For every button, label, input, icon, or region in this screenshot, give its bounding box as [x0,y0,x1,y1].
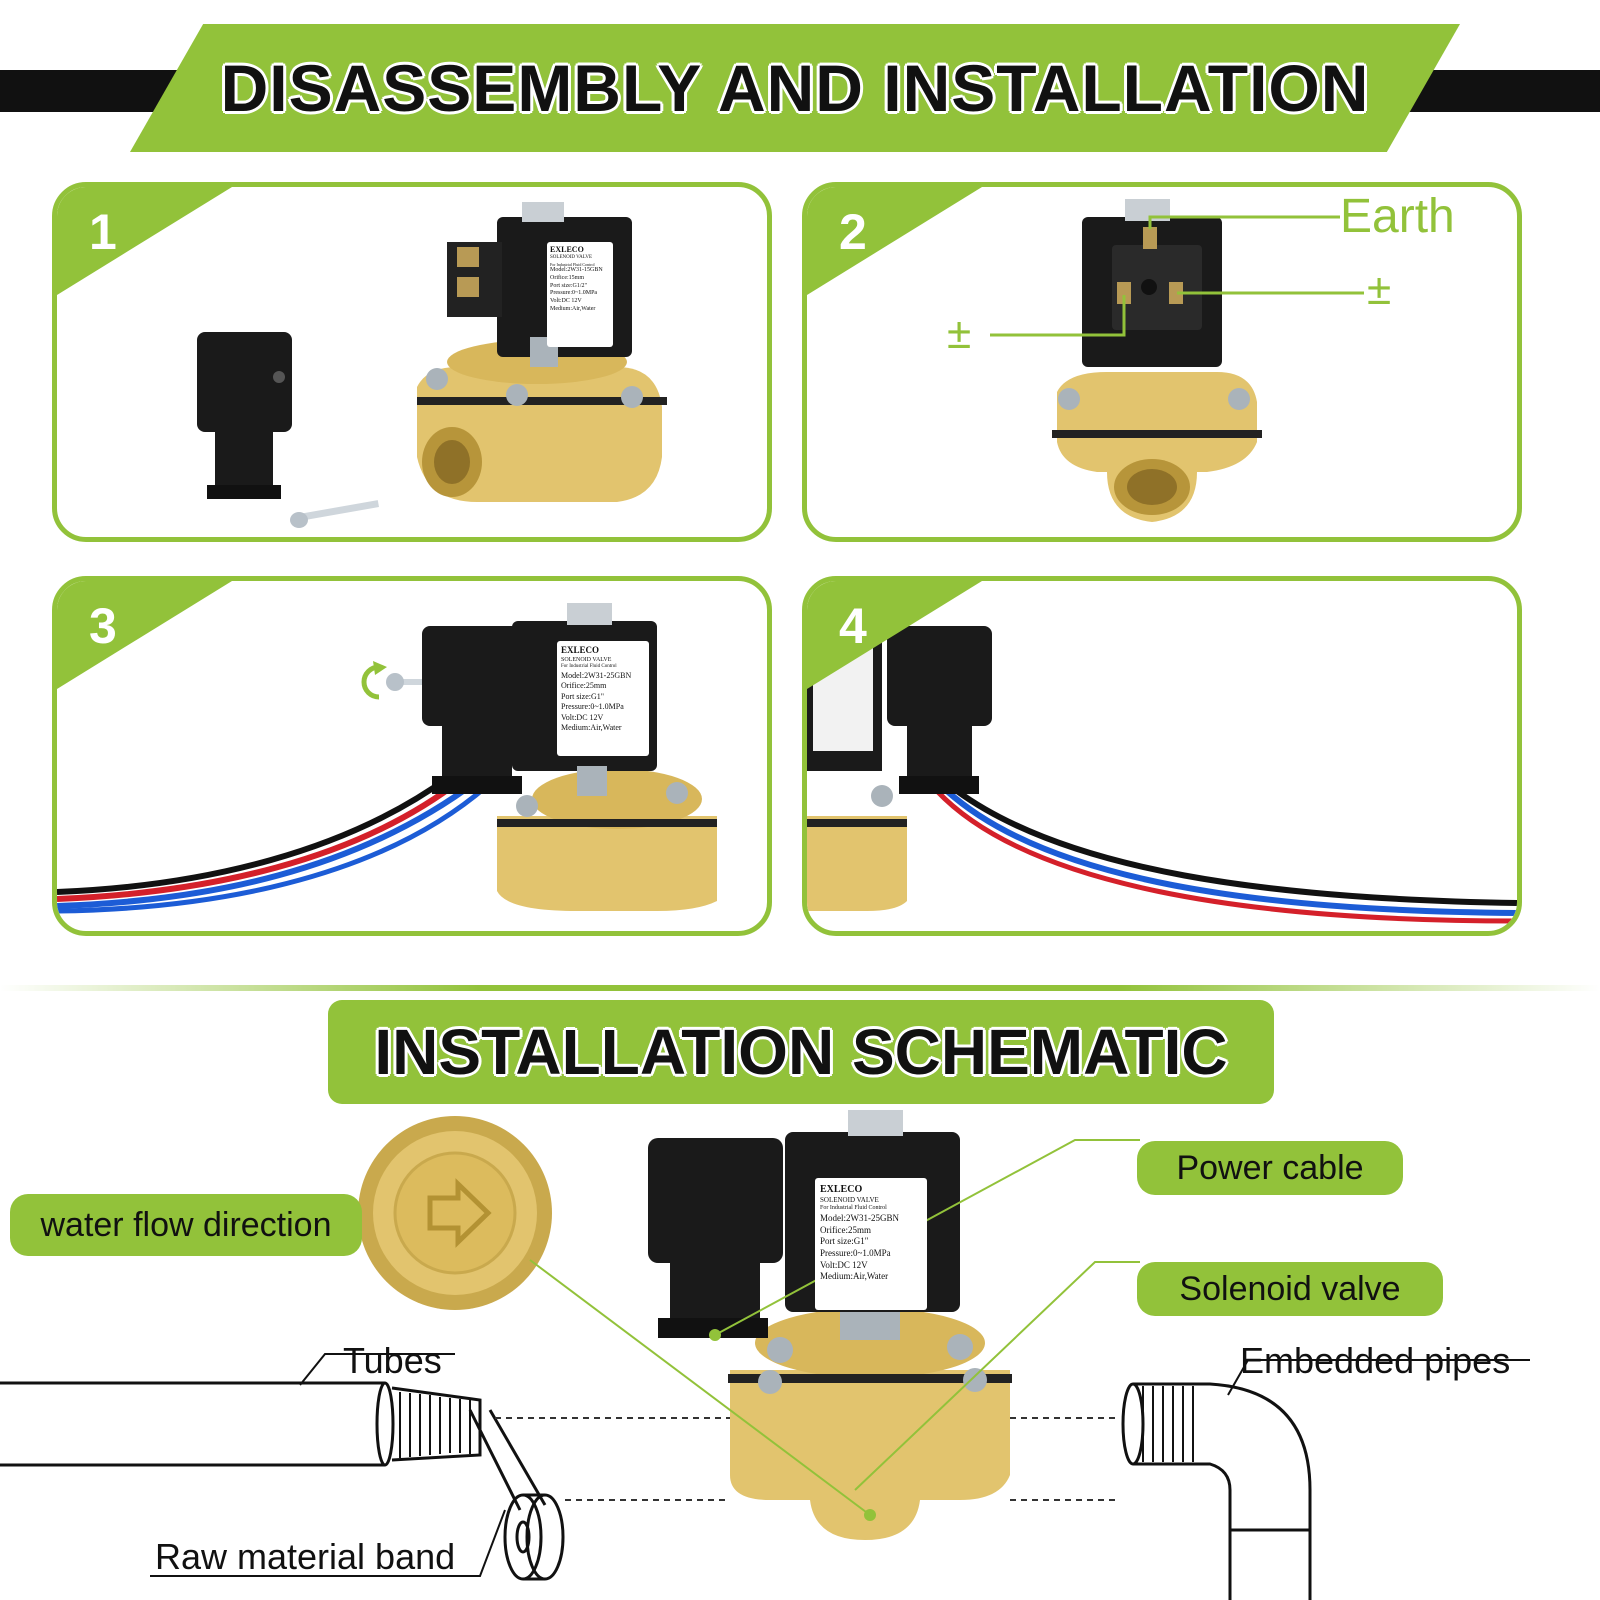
valve-cable-illustration [57,603,717,914]
valve-wiring-illustration [990,199,1364,522]
connector-plug [422,626,532,726]
connector-plug [887,626,992,726]
raw-material-band [468,1409,565,1581]
screw [392,679,422,685]
water-flow-direction-label: water flow direction [10,1194,362,1256]
terminal-left [1117,282,1131,304]
valve-disassembled-illustration [197,202,667,528]
step-panel-4: 4 [802,576,1522,936]
nameplate: EXLECO SOLENOID VALVE For Industrial Flu… [557,641,649,756]
header-banner [130,24,1460,152]
page-title: DISASSEMBLY AND INSTALLATION [220,51,1370,125]
raw-material-band-label: Raw material band [155,1536,456,1577]
step-number: 3 [89,598,117,654]
installation-schematic-diagram [0,1110,1530,1600]
earth-label: Earth [1340,190,1455,243]
brass-body [807,816,907,911]
schematic-title: INSTALLATION SCHEMATIC [374,1016,1228,1088]
arrow-right-icon [427,1178,492,1248]
solenoid-valve-label: Solenoid valve [1137,1262,1443,1316]
screw [290,500,380,528]
plus-minus-label-left: ± [947,309,972,358]
solenoid-valve-illustration [648,1110,1012,1540]
nameplate: EXLECO SOLENOID VALVE For Industrial Flu… [815,1178,927,1310]
step-panel-2: 2 Earth ± ± [802,182,1522,542]
nameplate: EXLECO SOLENOID VALVE For Industrial Flu… [547,242,613,347]
connector-plug [648,1138,783,1263]
embedded-pipes-label: Embedded pipes [1240,1340,1511,1381]
flow-direction-disc [358,1116,552,1310]
valve-assembled-illustration [807,581,1517,924]
brass-body [1057,372,1257,522]
section-divider [0,985,1600,991]
step-number: 2 [839,204,867,260]
earth-terminal [1143,227,1157,249]
schematic-banner [328,1000,1274,1104]
rotate-icon [361,661,387,700]
plus-minus-label-right: ± [1367,265,1392,314]
tubes-label: Tubes [343,1340,442,1381]
terminal-block [1112,245,1202,330]
connector-plug [197,332,292,432]
power-cable-label: Power cable [1137,1141,1403,1195]
step-number: 1 [89,204,117,260]
step-panel-1: 1 EXLECO SOLENOID VALVE For Industrial F… [52,182,772,542]
embedded-pipe [1121,1382,1312,1600]
terminal-right [1169,282,1183,304]
step-panel-3: 3 EXLECO SOLENOID VALVE For Industrial F… [52,576,772,936]
tube [0,1381,482,1467]
step-number: 4 [839,598,867,654]
brass-body [497,816,717,911]
